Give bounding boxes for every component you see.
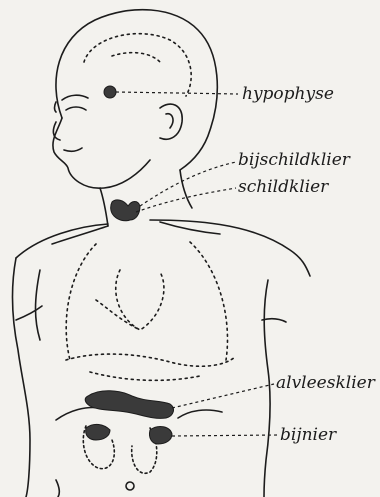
liver xyxy=(66,354,236,366)
heart xyxy=(116,270,164,330)
neck-right xyxy=(180,170,192,208)
neck-left xyxy=(100,188,108,226)
lung-left xyxy=(66,244,96,360)
label-schildklier: schildklier xyxy=(238,179,328,196)
label-bijschildklier: bijschildklier xyxy=(238,152,350,169)
mouth xyxy=(64,148,82,151)
label-bijnier: bijnier xyxy=(280,427,336,444)
ear xyxy=(160,104,182,139)
torso-left xyxy=(12,258,30,497)
eyebrow xyxy=(62,95,88,100)
label-alvleesklier: alvleesklier xyxy=(276,375,375,392)
face-outline xyxy=(53,118,150,188)
head-outline xyxy=(56,10,217,170)
label-hypophyse: hypophyse xyxy=(242,86,334,103)
torso-right xyxy=(264,280,270,497)
leader-hypophyse xyxy=(116,92,238,94)
shoulder-right xyxy=(150,220,310,276)
brain-outline xyxy=(84,34,191,96)
lung-right xyxy=(190,242,228,360)
leader-alvleesklier xyxy=(172,384,274,408)
eye xyxy=(66,107,86,110)
pancreas xyxy=(85,391,173,419)
pituitary-gland xyxy=(104,86,116,98)
leader-bijnier xyxy=(172,435,278,436)
adrenal-gland-right xyxy=(149,427,172,444)
adrenal-gland-left xyxy=(86,424,110,440)
navel xyxy=(126,482,134,490)
leader-schildklier xyxy=(136,188,236,212)
thyroid-gland xyxy=(111,200,140,221)
